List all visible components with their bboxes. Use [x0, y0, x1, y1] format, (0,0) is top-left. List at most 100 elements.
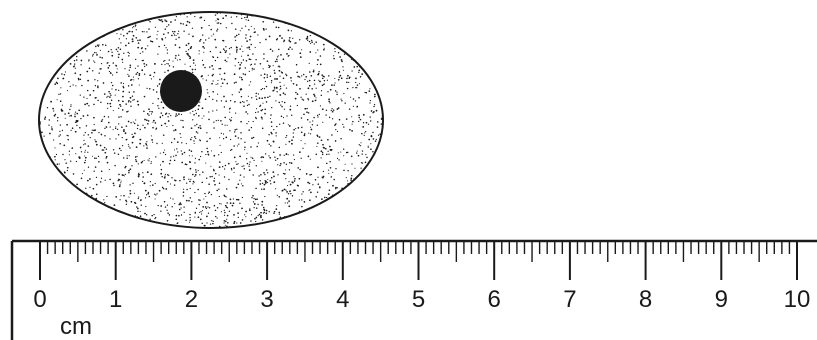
stipple-dot — [212, 220, 214, 223]
stipple-dot — [130, 122, 132, 124]
stipple-dot — [234, 39, 237, 42]
stipple-dot — [136, 155, 138, 157]
stipple-dot — [43, 135, 45, 137]
stipple-dot — [144, 189, 147, 192]
stipple-dot — [232, 198, 235, 200]
stipple-dot — [160, 112, 163, 114]
stipple-dot — [175, 218, 178, 221]
stipple-dot — [259, 41, 261, 44]
specimen-oval-fill — [39, 12, 383, 228]
stipple-dot — [126, 110, 128, 113]
stipple-dot — [311, 124, 314, 126]
stipple-dot — [111, 74, 114, 76]
stipple-dot — [341, 99, 343, 102]
stipple-dot — [231, 94, 233, 96]
stipple-dot — [331, 84, 333, 86]
stipple-dot — [317, 59, 319, 61]
stipple-dot — [147, 192, 150, 195]
stipple-dot — [134, 24, 137, 27]
stipple-dot — [220, 78, 223, 80]
stipple-dot — [149, 40, 152, 42]
stipple-dot — [281, 37, 283, 39]
stipple-dot — [108, 169, 110, 171]
stipple-dot — [129, 184, 131, 186]
stipple-dot — [321, 198, 323, 200]
stipple-dot — [268, 211, 270, 213]
stipple-dot — [218, 166, 221, 168]
stipple-dot — [281, 105, 283, 108]
stipple-dot — [216, 217, 218, 219]
stipple-dot — [207, 92, 209, 94]
stipple-dot — [277, 174, 279, 176]
ruler-label: 8 — [639, 286, 652, 313]
stipple-dot — [245, 60, 248, 62]
stipple-dot — [69, 63, 72, 65]
stipple-dot — [158, 18, 160, 21]
stipple-dot — [335, 128, 337, 131]
stipple-dot — [162, 106, 165, 109]
stipple-dot — [92, 89, 95, 92]
stipple-dot — [318, 71, 320, 73]
stipple-dot — [340, 98, 342, 100]
stipple-dot — [169, 159, 172, 162]
stipple-dot — [210, 165, 212, 167]
stipple-dot — [223, 78, 226, 81]
stipple-dot — [331, 110, 334, 113]
stipple-dot — [178, 203, 181, 206]
stipple-dot — [268, 35, 271, 38]
stipple-dot — [138, 73, 141, 75]
stipple-dot — [182, 188, 185, 190]
stipple-dot — [213, 180, 215, 182]
stipple-dot — [207, 212, 210, 214]
stipple-dot — [319, 80, 321, 83]
stipple-dot — [160, 210, 162, 212]
stipple-dot — [88, 60, 90, 62]
stipple-dot — [131, 141, 134, 144]
stipple-dot — [122, 145, 124, 147]
stipple-dot — [220, 85, 222, 87]
stipple-dot — [217, 119, 219, 122]
stipple-dot — [167, 116, 169, 118]
stipple-dot — [285, 87, 288, 89]
stipple-dot — [301, 126, 303, 129]
stipple-dot — [158, 107, 160, 109]
stipple-dot — [225, 15, 228, 17]
stipple-dot — [143, 159, 145, 161]
stipple-dot — [244, 146, 246, 148]
stipple-dot — [301, 49, 303, 51]
stipple-dot — [76, 120, 79, 123]
stipple-dot — [240, 95, 243, 98]
stipple-dot — [59, 134, 62, 136]
stipple-dot — [239, 64, 242, 66]
stipple-dot — [178, 214, 180, 217]
stipple-dot — [203, 198, 205, 200]
stipple-dot — [275, 39, 278, 41]
stipple-dot — [222, 133, 225, 135]
stipple-dot — [265, 209, 268, 212]
stipple-dot — [187, 42, 190, 45]
stipple-dot — [334, 90, 337, 92]
stipple-dot — [218, 188, 220, 190]
stipple-dot — [150, 162, 152, 165]
stipple-dot — [357, 154, 360, 157]
stipple-dot — [157, 30, 159, 32]
stipple-dot — [186, 182, 188, 184]
stipple-dot — [250, 43, 252, 46]
stipple-dot — [373, 103, 376, 106]
ruler-label: 0 — [33, 286, 46, 313]
stipple-dot — [216, 22, 218, 24]
stipple-dot — [320, 90, 323, 92]
stipple-dot — [197, 114, 200, 117]
stipple-dot — [289, 105, 292, 107]
stipple-dot — [174, 30, 176, 33]
stipple-dot — [166, 49, 169, 51]
stipple-dot — [180, 136, 182, 139]
stipple-dot — [161, 186, 164, 189]
stipple-dot — [290, 80, 292, 82]
stipple-dot — [197, 126, 200, 129]
stipple-dot — [52, 139, 55, 141]
stipple-dot — [139, 138, 141, 141]
stipple-dot — [319, 55, 322, 57]
stipple-dot — [57, 77, 59, 80]
